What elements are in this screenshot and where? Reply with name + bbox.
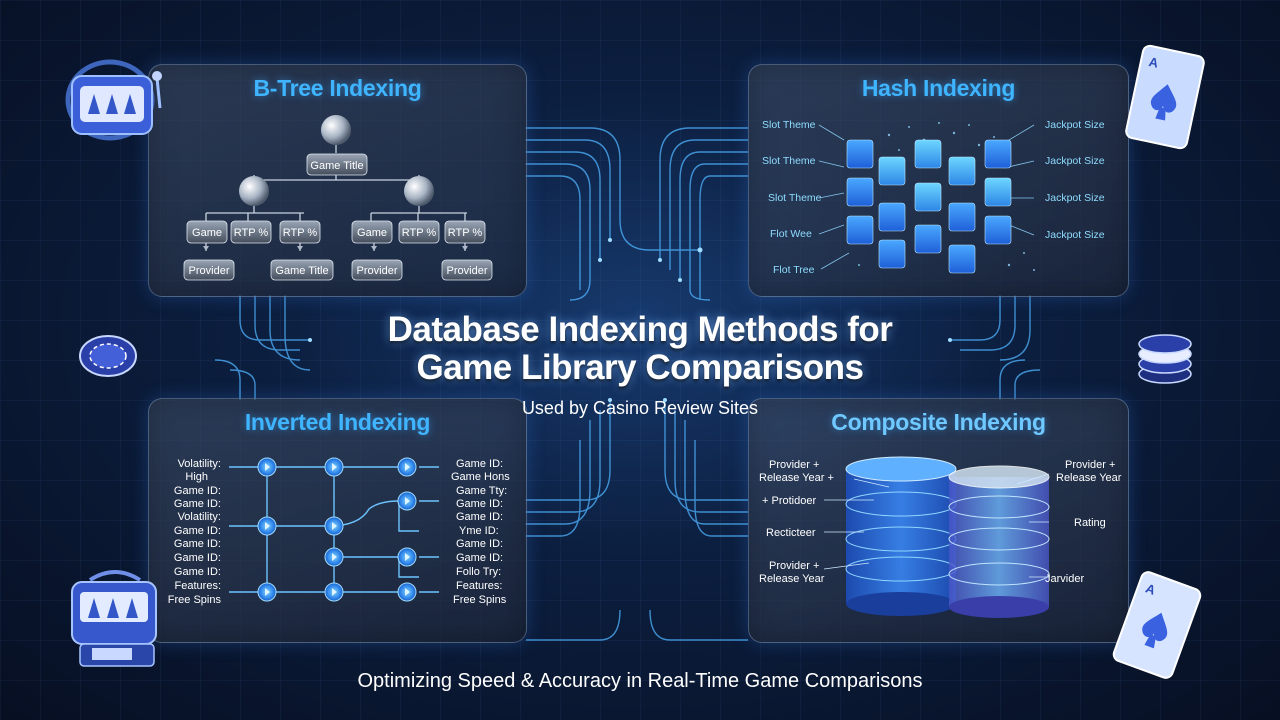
ace-of-spades-card-icon: A	[1112, 571, 1202, 679]
btree-title: B-Tree Indexing	[253, 75, 422, 101]
btree-bottom-row: Provider Game Title Provider Provider	[183, 259, 493, 281]
title-line-2: Game Library Comparisons	[416, 348, 864, 387]
btree-leaf: RTP %	[448, 227, 483, 239]
composite-cylinder-left	[845, 456, 957, 616]
hash-left-label: Slot Theme	[768, 192, 822, 204]
ace-of-spades-card-icon: A	[1125, 44, 1205, 150]
title-line-1: Database Indexing Methods for	[387, 310, 893, 349]
btree-panel: B-Tree Indexing Game Title	[148, 64, 527, 297]
hash-left-label: Flot Wee	[770, 228, 812, 240]
composite-left-label: + Protidoer	[762, 495, 816, 507]
inverted-right-label: Game ID:	[456, 498, 503, 510]
inverted-right-label: Free Spins	[453, 594, 507, 606]
inverted-left-label: Free Spins	[168, 594, 222, 606]
composite-left-label: Release Year	[759, 573, 825, 585]
hash-diagram: Slot Theme Slot Theme Slot Theme Flot We…	[762, 119, 1105, 276]
btree-diagram: Game Title Game RTP % RTP % Game RTP % R…	[183, 115, 493, 281]
hash-title: Hash Indexing	[861, 75, 1016, 101]
inverted-left-label: Volatility:	[178, 511, 221, 523]
btree-leaf: Game	[357, 227, 387, 239]
hash-right-label: Jackpot Size	[1045, 119, 1105, 131]
btree-leaf-row: Game RTP % RTP % Game RTP % RTP %	[186, 220, 486, 244]
btree-root-label: Game Title	[310, 160, 363, 172]
poker-chip-icon	[79, 335, 137, 377]
composite-left-label: Provider +	[769, 459, 819, 471]
slot-machine-icon	[65, 59, 162, 141]
inverted-left-label: Game ID:	[174, 538, 221, 550]
inverted-right-label: Yme ID:	[459, 525, 499, 537]
inverted-diagram: Volatility: High Game ID: Game ID: Volat…	[168, 457, 510, 606]
composite-left-label: Recticteer	[766, 527, 816, 539]
inverted-left-label: Game ID:	[174, 525, 221, 537]
composite-panel: Composite Indexing	[748, 398, 1129, 643]
hash-right-label: Jackpot Size	[1045, 155, 1105, 167]
hash-right-label: Jackpot Size	[1045, 192, 1105, 204]
inverted-right-label: Follo Try:	[456, 566, 501, 578]
hash-left-label: Flot Tree	[773, 264, 815, 276]
inverted-left-label: Volatility:	[178, 458, 221, 470]
hash-right-label: Jackpot Size	[1045, 229, 1105, 241]
composite-right-label: Release Year	[1056, 472, 1122, 484]
inverted-left-label: Features:	[175, 580, 221, 592]
footer-caption: Optimizing Speed & Accuracy in Real-Time…	[357, 670, 923, 692]
hash-left-label: Slot Theme	[762, 119, 816, 131]
slot-machine-icon	[71, 570, 157, 667]
btree-leaf: RTP %	[283, 227, 318, 239]
composite-title: Composite Indexing	[831, 409, 1046, 435]
btree-bottom-node: Game Title	[275, 265, 328, 277]
inverted-left-label: Game ID:	[174, 485, 221, 497]
composite-cylinder-right	[948, 465, 1050, 618]
btree-bottom-node: Provider	[189, 265, 230, 277]
hash-panel: Hash Indexing	[748, 64, 1129, 297]
inverted-left-label: Game ID:	[174, 552, 221, 564]
composite-left-label: Release Year +	[759, 472, 834, 484]
hash-left-label: Slot Theme	[762, 155, 816, 167]
btree-bottom-node: Provider	[357, 265, 398, 277]
inverted-right-label: Game ID:	[456, 458, 503, 470]
btree-leaf: RTP %	[234, 227, 269, 239]
btree-leaf: RTP %	[402, 227, 437, 239]
subtitle: Used by Casino Review Sites	[521, 398, 759, 418]
composite-right-label: Provider +	[1065, 459, 1115, 471]
btree-leaf: Game	[192, 227, 222, 239]
inverted-right-label: Game ID:	[456, 511, 503, 523]
inverted-right-label: Game Hons	[451, 471, 510, 483]
inverted-left-label: Game ID:	[174, 498, 221, 510]
composite-left-label: Provider +	[769, 560, 819, 572]
inverted-title: Inverted Indexing	[244, 409, 431, 435]
btree-bottom-node: Provider	[447, 265, 488, 277]
inverted-panel: Inverted Indexing Volatility:	[148, 398, 527, 643]
btree-nodes	[239, 115, 434, 206]
chip-stack-icon	[1138, 334, 1192, 384]
inverted-right-label: Features:	[456, 580, 502, 592]
composite-right-label: Rating	[1074, 517, 1106, 529]
inverted-right-label: Game Tty:	[456, 485, 507, 497]
inverted-right-label: Game ID:	[456, 552, 503, 564]
composite-right-label: Jarvider	[1045, 573, 1084, 585]
svg-text:A: A	[1147, 54, 1160, 71]
inverted-left-label: High	[185, 471, 208, 483]
inverted-right-label: Game ID:	[456, 538, 503, 550]
composite-diagram: Provider + Release Year + + Protidoer Re…	[759, 456, 1122, 618]
inverted-left-label: Game ID:	[174, 566, 221, 578]
